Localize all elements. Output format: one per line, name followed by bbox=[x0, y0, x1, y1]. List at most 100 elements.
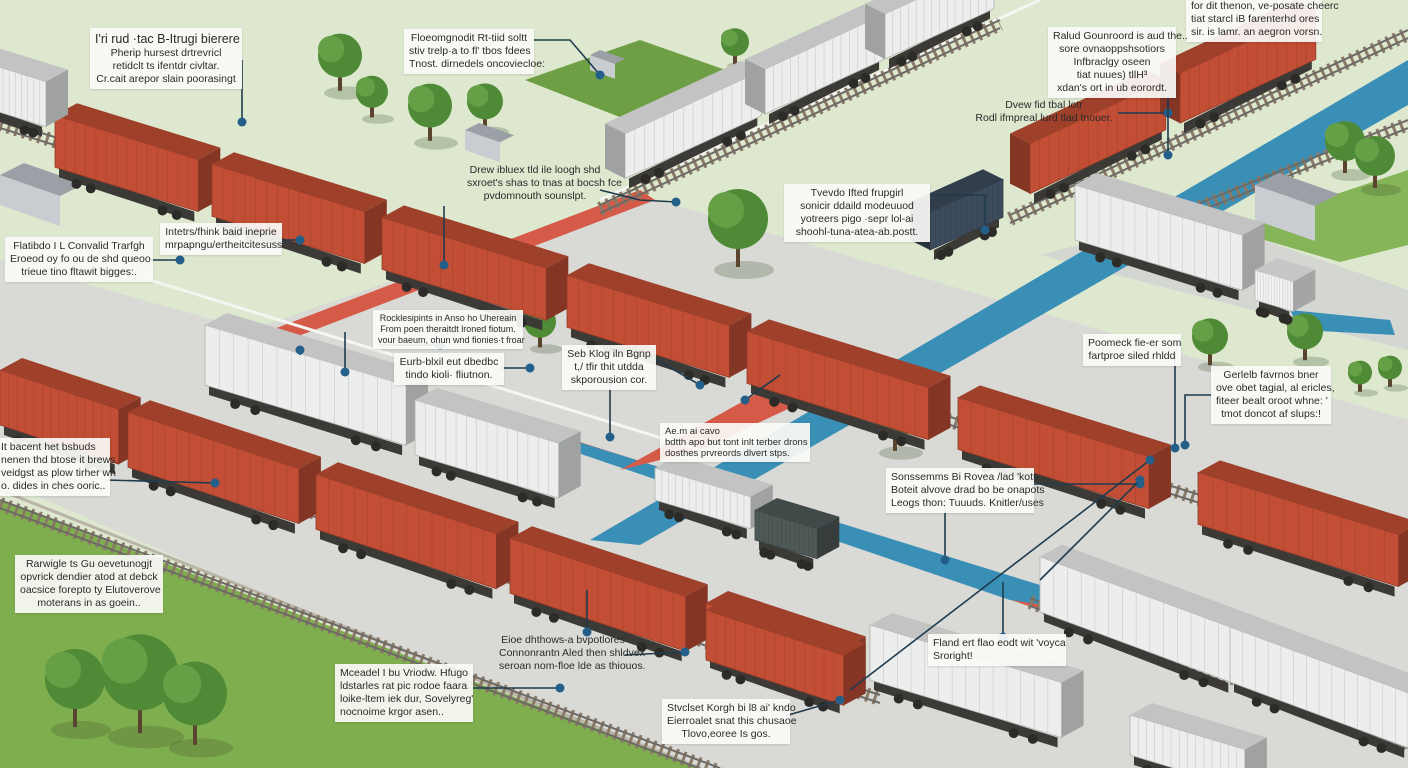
container-end bbox=[865, 3, 885, 59]
shed-building bbox=[465, 123, 514, 163]
callout-text-line: shoohl-tuna-atea-ab.postt. bbox=[795, 226, 919, 238]
leader-line bbox=[1184, 394, 1213, 445]
container-end bbox=[817, 516, 840, 559]
building-wall bbox=[1255, 185, 1315, 241]
callout-text-line: Eierroalet snat this chusaoe bbox=[667, 715, 797, 727]
callout-text-line: Rarwigle ts Gu oevetunogjt bbox=[25, 558, 153, 570]
grass-corner bbox=[525, 40, 740, 125]
leader-dot bbox=[980, 225, 990, 235]
callout-label: Ralud Gounroord is aud the..sore ovnaopp… bbox=[1048, 27, 1188, 98]
container-end bbox=[1293, 269, 1316, 312]
building-roof bbox=[0, 163, 84, 196]
container-end bbox=[364, 199, 387, 264]
stacked-container bbox=[705, 598, 866, 706]
callout-text-line: Mceadel I bu Vriodw. Hfugo bbox=[340, 667, 469, 679]
tree bbox=[1355, 136, 1401, 196]
wheel bbox=[532, 496, 543, 507]
wheel bbox=[1008, 728, 1019, 739]
wheel bbox=[1195, 282, 1206, 293]
container-roof bbox=[212, 152, 387, 212]
tree-shadow bbox=[51, 721, 111, 739]
tree-shadow bbox=[1331, 169, 1371, 181]
leader-line bbox=[533, 39, 601, 76]
building-roof bbox=[1255, 173, 1339, 206]
container-roof bbox=[745, 4, 884, 70]
callout-text-line: retidclt ts ifentdr civltar. bbox=[112, 60, 220, 72]
callout-text-line: I'ri rud ·tac B-Itrugi bierere bbox=[95, 32, 240, 46]
wheel bbox=[251, 514, 262, 525]
container-railcar bbox=[127, 400, 321, 534]
callout-text-line: ove obet tagial, al ericles, bbox=[1216, 382, 1335, 394]
callout-text-line: opvrick dendier atod at debck bbox=[20, 571, 158, 583]
container-roof bbox=[1040, 544, 1255, 628]
wheel bbox=[268, 520, 279, 531]
wheel bbox=[735, 130, 746, 141]
callout-text-line: From poen theraitdt lroned fiotum. bbox=[380, 324, 516, 334]
white-container-railcar bbox=[0, 48, 68, 138]
callout-text-line: Eurb-blxil eut dbedbc bbox=[399, 356, 499, 368]
leader-line bbox=[925, 194, 986, 230]
tree-shadow bbox=[169, 738, 233, 758]
leader-dot bbox=[1170, 443, 1180, 453]
wheel bbox=[1223, 538, 1234, 549]
tree bbox=[1378, 355, 1408, 392]
callout-text-line: Sonssemms Bi Rovea /lad 'kotu bbox=[891, 471, 1039, 483]
callout-text-line: Infbraclgy oseen bbox=[1073, 56, 1151, 68]
container-roof bbox=[755, 498, 840, 529]
wheel bbox=[1243, 544, 1254, 555]
building-roof bbox=[465, 123, 514, 143]
callout-text-line: yotreers pigo ·sepr lol-ai bbox=[800, 213, 914, 225]
white-container-railcar bbox=[865, 0, 995, 69]
container-end bbox=[605, 123, 625, 179]
callout-text-line: vour baeum, ohun wnd fionies·t froar bbox=[378, 335, 525, 345]
tree-shadow bbox=[1354, 389, 1378, 397]
leader-line bbox=[599, 189, 677, 203]
wheel bbox=[321, 256, 332, 267]
wheel bbox=[878, 430, 889, 441]
callout-text-line: oacsice forepto ty Elutoverove bbox=[20, 584, 161, 596]
container-end bbox=[729, 313, 752, 378]
container-end bbox=[928, 375, 951, 440]
wheel bbox=[654, 167, 665, 178]
wheel bbox=[230, 399, 241, 410]
container-railcar bbox=[957, 385, 1171, 519]
trees bbox=[0, 28, 1408, 758]
wheel bbox=[907, 51, 918, 62]
leader-dot bbox=[595, 70, 605, 80]
container-roof bbox=[706, 598, 866, 656]
wheel bbox=[1179, 670, 1190, 681]
container-end bbox=[46, 69, 68, 127]
leader-line bbox=[784, 699, 841, 717]
tree-canopy bbox=[1192, 320, 1214, 342]
callout-text-line: xdan's ort in ub eorordt. bbox=[1057, 82, 1167, 94]
grass-right bbox=[1230, 170, 1408, 262]
tree bbox=[1325, 121, 1371, 181]
wheel bbox=[1063, 627, 1074, 638]
wheel bbox=[401, 282, 412, 293]
wheel bbox=[1142, 765, 1152, 768]
wheel bbox=[19, 124, 30, 135]
wheel bbox=[896, 436, 907, 447]
callout-text-line: Poomeck fie-er som bbox=[1088, 337, 1182, 349]
building-roof bbox=[590, 50, 625, 64]
wheel bbox=[972, 21, 983, 32]
leader-dot bbox=[439, 260, 449, 270]
wheel bbox=[943, 246, 954, 257]
wheel bbox=[731, 529, 742, 540]
container-railcar bbox=[509, 526, 708, 662]
callout-text-line: Rocklesipints in Anso ho Uhereain bbox=[379, 313, 517, 323]
wheel bbox=[1358, 736, 1369, 747]
leader-dot bbox=[340, 367, 350, 377]
wheel bbox=[721, 526, 732, 537]
wheel bbox=[1290, 73, 1301, 84]
container-railcar bbox=[211, 152, 387, 274]
wheel bbox=[912, 699, 923, 710]
container-railcar bbox=[746, 319, 951, 450]
leader-dot bbox=[237, 117, 247, 127]
container-end bbox=[558, 431, 581, 499]
